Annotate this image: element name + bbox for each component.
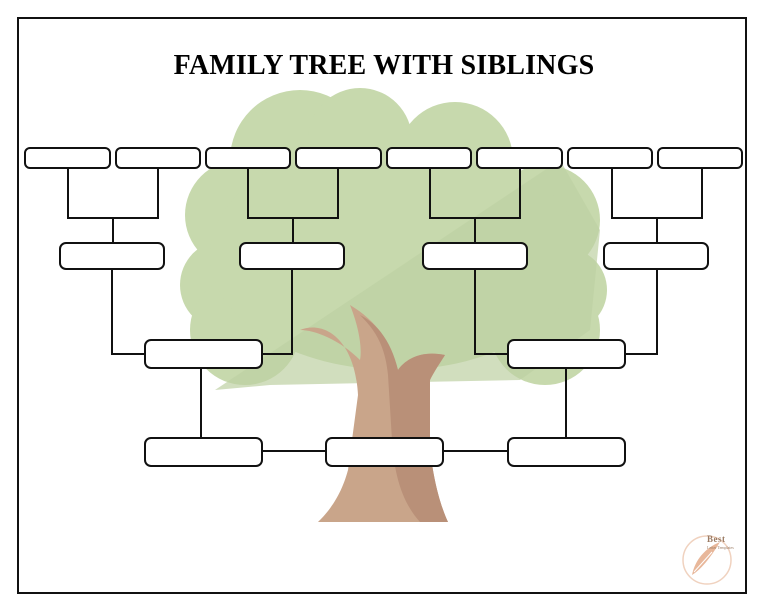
parent-box-1[interactable]	[144, 339, 263, 369]
grandparent-box-1[interactable]	[59, 242, 165, 270]
great-grandparent-box-8[interactable]	[657, 147, 743, 169]
parents-row	[144, 339, 626, 369]
parent-box-2[interactable]	[507, 339, 626, 369]
great-grandparent-box-2[interactable]	[115, 147, 201, 169]
grandparent-box-2[interactable]	[239, 242, 345, 270]
great-grandparent-box-4[interactable]	[295, 147, 382, 169]
great-grandparent-box-5[interactable]	[386, 147, 472, 169]
great-grandparent-box-7[interactable]	[567, 147, 653, 169]
tree-trunk	[300, 305, 448, 522]
grandparents-row	[59, 242, 709, 270]
great-grandparent-box-1[interactable]	[24, 147, 111, 169]
sibling-box-left[interactable]	[144, 437, 263, 467]
logo-icon	[682, 535, 732, 585]
self-box[interactable]	[325, 437, 444, 467]
page-title: FAMILY TREE WITH SIBLINGS	[173, 50, 595, 81]
siblings-row	[144, 437, 626, 467]
grandparent-box-4[interactable]	[603, 242, 709, 270]
great-grandparent-box-3[interactable]	[205, 147, 291, 169]
great-grandparent-box-6[interactable]	[476, 147, 563, 169]
great-grandparents-row	[24, 147, 743, 169]
connector-lines	[67, 168, 703, 452]
sibling-box-right[interactable]	[507, 437, 626, 467]
logo-text: Best	[707, 534, 726, 544]
logo-subtext: Letter Templates	[707, 545, 734, 550]
grandparent-box-3[interactable]	[422, 242, 528, 270]
